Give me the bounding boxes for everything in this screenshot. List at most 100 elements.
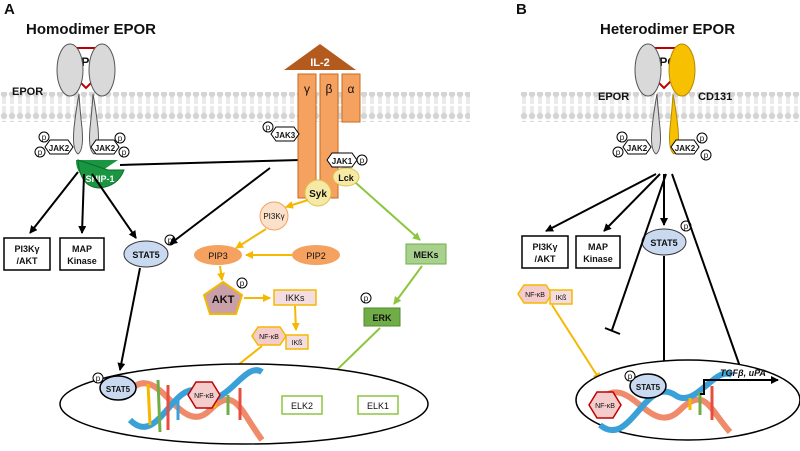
black-arrows-b <box>545 173 746 379</box>
panel-b: B Heterodimer EPOR EPO EPOR CD131 JAK2 J… <box>516 1 800 441</box>
gene-transcription-arrow <box>700 376 779 395</box>
svg-text:NF-κB: NF-κB <box>259 334 279 341</box>
svg-text:JAK2: JAK2 <box>49 144 70 153</box>
lck-protein <box>332 167 360 187</box>
black-arrows-a <box>29 167 271 371</box>
pip3-label: PIP3 <box>208 251 228 261</box>
svg-text:p: p <box>122 148 127 157</box>
nfkb-to-nucleus-arrow <box>551 304 601 381</box>
ikb-box-a <box>285 334 309 350</box>
svg-text:NF-κB: NF-κB <box>525 292 545 299</box>
svg-text:/AKT: /AKT <box>535 254 556 264</box>
svg-text:p: p <box>620 133 625 142</box>
elk2-box <box>281 395 323 415</box>
svg-text:/AKT: /AKT <box>17 256 38 266</box>
nfkb-complex-b: NF-κB IKß <box>517 284 573 305</box>
elk2-label: ELK2 <box>291 401 313 411</box>
nfkb-nucleus-a <box>187 381 221 409</box>
svg-text:STAT5: STAT5 <box>650 238 677 248</box>
target-genes-label: TGFβ, uPA <box>720 368 766 378</box>
svg-text:p: p <box>700 134 705 143</box>
svg-text:IKß: IKß <box>556 295 567 302</box>
svg-text:MAP: MAP <box>72 244 92 254</box>
nfkb-nucleus-b <box>588 391 622 419</box>
epor-label-a: EPOR <box>12 86 43 98</box>
svg-text:JAK2: JAK2 <box>675 144 696 153</box>
panel-a-title: Homodimer EPOR <box>26 21 156 38</box>
akt-pentagon <box>202 280 244 315</box>
svg-text:PI3Kγ: PI3Kγ <box>14 244 39 254</box>
epor-cd131-heterodimer <box>634 43 696 155</box>
cell-membrane-a <box>0 92 470 122</box>
panel-a: A Homodimer EPOR EPO EPOR JAK2 JAK2 p p … <box>0 1 470 445</box>
svg-text:MAP: MAP <box>588 242 608 252</box>
pi3k-akt-box-b <box>521 235 569 269</box>
cell-membrane-b <box>520 92 800 122</box>
pi3k-akt-box-a <box>3 237 51 271</box>
svg-text:p: p <box>266 123 271 132</box>
ship1-inhibits-jak1 <box>119 159 301 166</box>
epor-receptor-a <box>56 43 116 155</box>
ship1-label: SHIP-1 <box>85 174 114 184</box>
svg-text:p: p <box>42 133 47 142</box>
jak2-left-b: JAK2 <box>622 139 652 155</box>
panel-b-letter: B <box>516 1 527 18</box>
svg-text:p: p <box>118 134 123 143</box>
svg-text:p: p <box>628 372 633 381</box>
svg-text:p: p <box>364 294 369 303</box>
phospho-markers-a: p p p p <box>34 131 130 158</box>
ikks-box <box>273 289 317 306</box>
erk-box <box>363 307 401 327</box>
stat5-nucleus-a <box>99 375 137 401</box>
syk-label: Syk <box>309 189 327 200</box>
svg-text:IKß: IKß <box>292 340 303 347</box>
svg-text:PI3Kγ: PI3Kγ <box>532 242 557 252</box>
svg-text:p: p <box>684 222 689 231</box>
elk1-label: ELK1 <box>367 401 389 411</box>
map-kinase-box-b <box>575 235 621 269</box>
nfkb-complex-a <box>251 326 287 346</box>
epor-label-b: EPOR <box>598 91 629 103</box>
pip2-label: PIP2 <box>306 251 326 261</box>
svg-text:p: p <box>38 148 43 157</box>
pip2-ellipse <box>292 245 340 265</box>
svg-text:p: p <box>360 156 365 165</box>
svg-text:NF-κB: NF-κB <box>595 403 615 410</box>
beta-label: β <box>326 82 333 96</box>
svg-text:Kinase: Kinase <box>583 254 613 264</box>
jak2-right-b: JAK2 <box>670 139 700 155</box>
panel-a-letter: A <box>4 1 15 18</box>
svg-text:JAK3: JAK3 <box>275 131 296 140</box>
svg-text:NF-κB: NF-κB <box>194 393 214 400</box>
svg-text:Kinase: Kinase <box>67 256 97 266</box>
syk-protein <box>304 179 332 207</box>
elk1-box <box>357 395 399 415</box>
ikks-label: IKKs <box>285 293 305 303</box>
phospho-markers-b: p p p p <box>612 131 712 161</box>
lck-label: Lck <box>338 173 355 183</box>
svg-text:p: p <box>616 148 621 157</box>
jak2-right-a: JAK2 <box>90 139 120 155</box>
alpha-label: α <box>348 82 355 96</box>
meks-label: MEKs <box>413 250 438 260</box>
svg-text:p: p <box>96 374 101 383</box>
il2-label: IL-2 <box>310 57 330 69</box>
akt-label: AKT <box>212 294 235 306</box>
jak2-left-a: JAK2 <box>44 139 74 155</box>
pi3k-circle <box>259 201 289 231</box>
svg-text:STAT5: STAT5 <box>106 385 131 394</box>
jak1-a: JAK1 p <box>326 152 368 168</box>
map-kinase-box-a <box>59 237 105 271</box>
gamma-label: γ <box>304 82 310 96</box>
svg-text:JAK2: JAK2 <box>627 144 648 153</box>
il2-alpha-chain <box>341 73 361 123</box>
pi3k-small-label: PI3Kγ <box>263 212 284 221</box>
svg-text:JAK2: JAK2 <box>95 144 116 153</box>
meks-box <box>405 243 447 265</box>
svg-text:p: p <box>704 151 709 160</box>
svg-text:p: p <box>240 279 245 288</box>
stat5-nucleus-b <box>629 373 667 399</box>
il2-ligand <box>284 44 356 70</box>
panel-b-title: Heterodimer EPOR <box>600 21 735 38</box>
